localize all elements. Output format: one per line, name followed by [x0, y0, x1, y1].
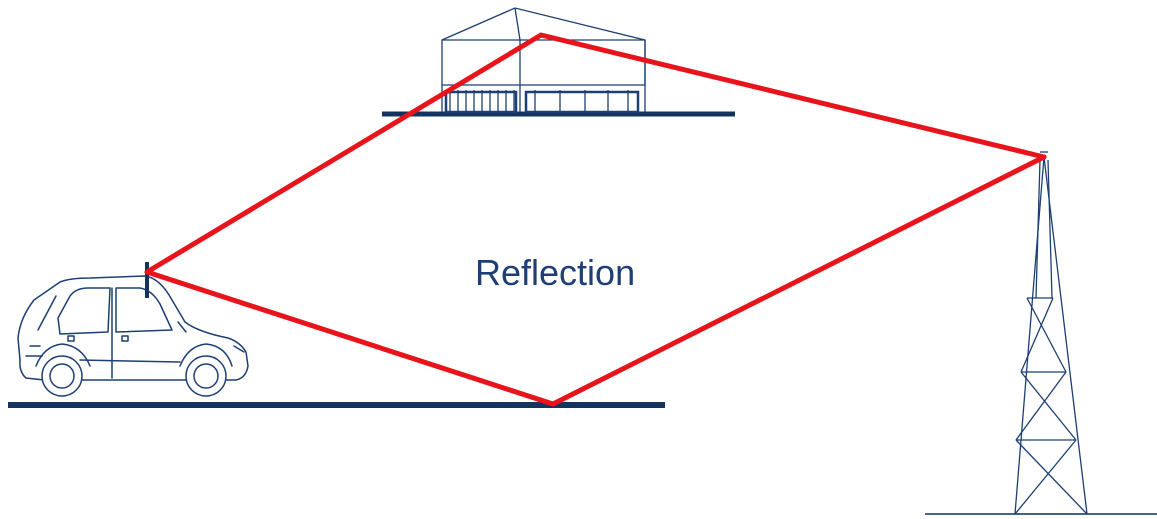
tower-icon [1015, 152, 1087, 514]
diagram-caption: Reflection [475, 252, 635, 294]
building-icon [442, 8, 645, 112]
signal-paths [147, 35, 1044, 404]
